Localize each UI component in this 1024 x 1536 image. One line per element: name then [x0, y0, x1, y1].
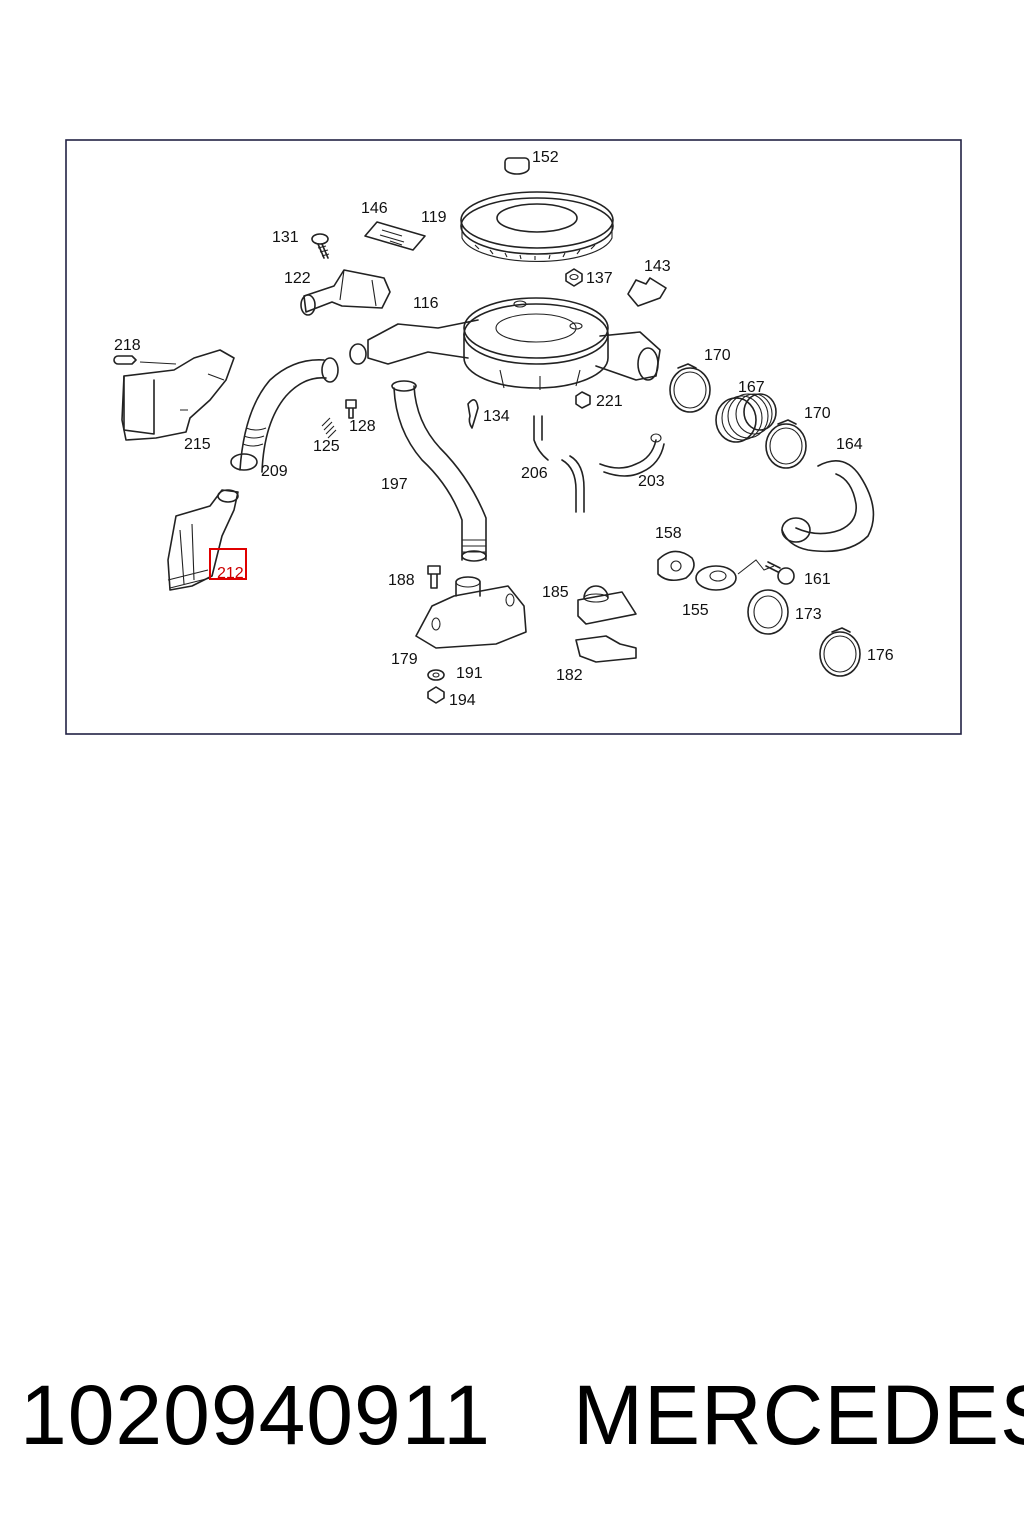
footer: 1020940911 MERCEDES: [0, 1360, 1024, 1470]
part-116-air-filter-housing: [349, 297, 661, 390]
part-128-bolt: [345, 399, 357, 419]
part-number: 1020940911: [20, 1368, 491, 1462]
callout-label-194: 194: [449, 692, 476, 709]
callout-label-212: 212: [217, 565, 244, 582]
callout-label-170: 170: [804, 405, 831, 422]
callout-label-179: 179: [391, 651, 418, 668]
part-134-clip: [467, 399, 479, 429]
part-215-duct-bracket: [121, 349, 235, 441]
callout-labels: 152 146 119 131 122 137 143 116 218 170 167 170 134 2…: [114, 149, 894, 709]
part-218-plug: [113, 355, 177, 365]
callout-label-155: 155: [682, 602, 709, 619]
part-170-clamp-lower: [765, 419, 807, 469]
callout-label-116: 116: [413, 295, 439, 312]
callout-label-146: 146: [361, 200, 388, 217]
diagram-frame: [65, 139, 962, 735]
callout-label-209: 209: [261, 463, 288, 480]
callout-label-137: 137: [586, 270, 613, 287]
callout-label-131: 131: [272, 229, 299, 246]
callout-label-122: 122: [284, 270, 311, 287]
part-179-mount-bracket: [415, 576, 527, 649]
callout-label-164: 164: [836, 436, 863, 453]
callout-label-152: 152: [532, 149, 559, 166]
part-161-bolt: [765, 561, 795, 585]
callout-label-221: 221: [596, 393, 623, 410]
part-206-small-hose: [533, 415, 585, 513]
brand-name: MERCEDES: [573, 1368, 1024, 1462]
part-182-shield: [575, 635, 637, 663]
callout-label-143: 143: [644, 258, 671, 275]
callout-label-188: 188: [388, 572, 415, 589]
callout-label-191: 191: [456, 665, 483, 682]
part-167-bellows: [715, 393, 777, 443]
callout-label-128: 128: [349, 418, 376, 435]
callout-label-218: 218: [114, 337, 141, 354]
callout-label-182: 182: [556, 667, 583, 684]
part-146-label-plate: [364, 221, 426, 251]
part-188-bolt: [427, 565, 441, 589]
callout-label-170: 170: [704, 347, 731, 364]
part-155-flange: [695, 559, 775, 591]
part-122-intake-snout: [300, 269, 391, 316]
part-143-clip: [627, 277, 667, 307]
part-152-cap: [504, 157, 530, 175]
part-173-ring: [747, 589, 789, 635]
part-158-gasket: [657, 550, 695, 582]
part-221-nut: [575, 391, 591, 409]
callout-label-203: 203: [638, 473, 665, 490]
part-194-nut: [427, 686, 445, 704]
part-197-hose: [391, 380, 487, 562]
part-212-air-deflector: [167, 489, 239, 591]
callout-label-176: 176: [867, 647, 894, 664]
callout-label-134: 134: [483, 408, 510, 425]
part-176-clamp: [819, 627, 861, 677]
part-170-clamp-upper: [669, 363, 711, 413]
part-185-rubber-mount: [577, 585, 637, 625]
part-131-screw: [311, 233, 330, 259]
callout-label-125: 125: [313, 438, 340, 455]
part-191-washer: [427, 669, 445, 681]
part-125-spring: [321, 417, 337, 439]
callout-label-185: 185: [542, 584, 569, 601]
callout-label-215: 215: [184, 436, 211, 453]
parts-diagram: 152 146 119 131 122 137 143 116 218 170 167 170 134 2…: [65, 139, 962, 735]
callout-label-206: 206: [521, 465, 548, 482]
callout-label-197: 197: [381, 476, 408, 493]
part-119-filter-ring: [460, 191, 614, 263]
callout-label-161: 161: [804, 571, 831, 588]
callout-label-167: 167: [738, 379, 765, 396]
part-164-elbow-duct: [781, 460, 875, 553]
part-137-nut: [565, 268, 583, 287]
callout-label-158: 158: [655, 525, 682, 542]
callout-label-119: 119: [421, 209, 447, 226]
part-209-hose: [230, 357, 339, 473]
highlight-box-212: [209, 548, 247, 580]
part-203-hose: [599, 433, 665, 477]
callout-label-173: 173: [795, 606, 822, 623]
